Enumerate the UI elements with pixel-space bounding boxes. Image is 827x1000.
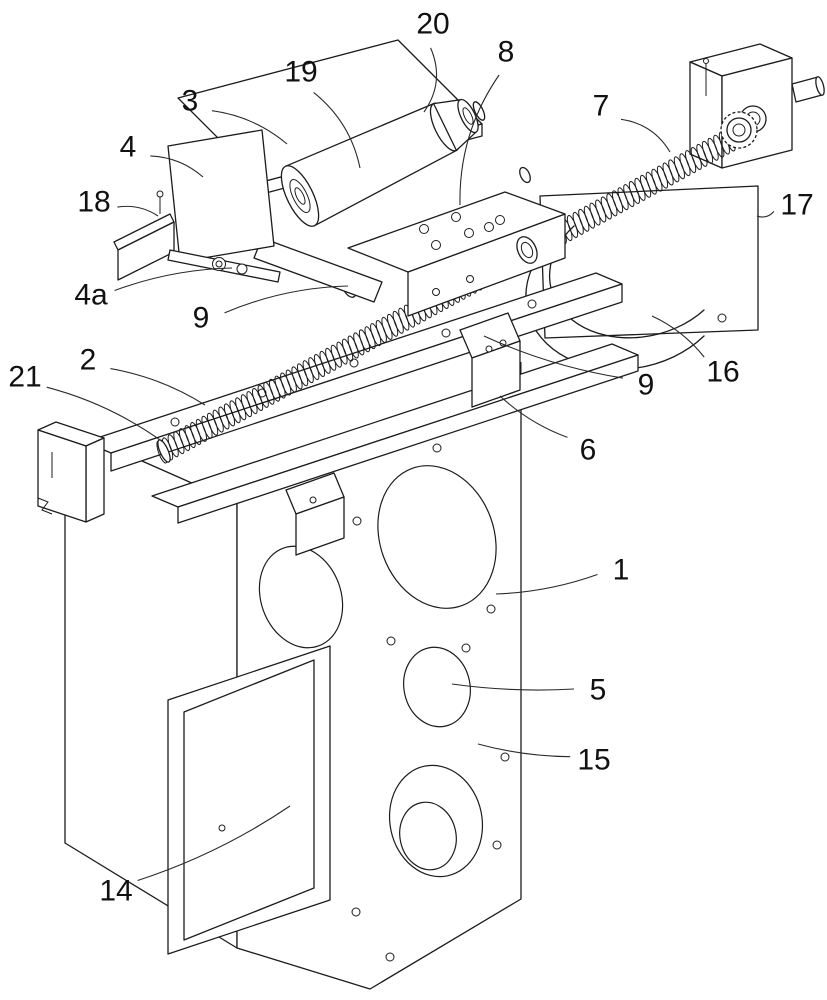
leader-line-2 (110, 368, 206, 406)
part-label-8: 8 (459, 36, 515, 206)
leader-line-18 (117, 205, 159, 217)
part-label-14: 14 (99, 805, 291, 908)
part-label-18: 18 (77, 186, 159, 219)
part-number-5: 5 (590, 674, 607, 707)
part-number-17: 17 (780, 189, 813, 222)
lead-screw-end-cap (157, 439, 171, 463)
part-label-5: 5 (451, 674, 607, 707)
part-label-7: 7 (593, 90, 671, 153)
leader-line-4 (150, 155, 204, 178)
lower-arm (167, 249, 281, 283)
leader-line-9-right (483, 335, 624, 379)
coupling-sprocket (720, 105, 767, 149)
left-end-block (37, 421, 105, 523)
part-number-16: 16 (706, 356, 739, 389)
leader-line-14 (137, 805, 291, 882)
housing-bore-bottom-inner (399, 801, 457, 871)
support-bracket-left (285, 472, 345, 556)
leader-line-20 (423, 47, 438, 113)
leader-line-5 (451, 683, 575, 691)
leader-line-1 (495, 573, 598, 595)
part-label-3: 3 (182, 85, 288, 145)
leader-line-3 (211, 110, 288, 145)
part-number-14: 14 (99, 875, 132, 908)
part-number-18: 18 (77, 186, 110, 219)
leader-line-8 (459, 74, 500, 206)
access-window (167, 645, 331, 955)
part-label-1: 1 (495, 554, 630, 595)
housing-bore-large (377, 465, 497, 609)
part-label-6: 6 (499, 395, 597, 467)
housing-bore-mid (403, 646, 471, 728)
carriage-top-plate (347, 191, 566, 273)
leader-line-6 (499, 395, 568, 438)
part-number-6: 6 (580, 434, 597, 467)
part-number-4: 4 (120, 131, 137, 164)
part-number-2: 2 (80, 344, 97, 377)
carriage-top-stub (519, 166, 531, 184)
part-number-1: 1 (613, 554, 630, 587)
leader-line-16 (651, 315, 705, 358)
part-label-15: 15 (477, 743, 611, 777)
motor (280, 98, 486, 227)
part-label-16: 16 (651, 315, 740, 389)
leader-line-15 (477, 743, 571, 758)
leader-line-21 (46, 386, 164, 443)
sensor-bracket (113, 190, 175, 281)
part-label-21: 21 (8, 361, 164, 443)
part-number-7: 7 (593, 90, 610, 123)
part-number-21: 21 (8, 361, 41, 394)
mount-strut (253, 237, 383, 303)
leader-line-17 (756, 211, 775, 218)
screw-nut-flange (516, 236, 538, 264)
part-number-3: 3 (182, 85, 199, 118)
housing-bore-left (258, 545, 344, 649)
part-number-15: 15 (577, 744, 610, 777)
part-label-2: 2 (80, 344, 206, 406)
part-label-4a: 4a (74, 267, 233, 312)
part-label-19: 19 (284, 56, 361, 169)
part-number-20: 20 (416, 8, 449, 41)
part-number-9-right: 9 (638, 369, 655, 402)
part-label-4: 4 (120, 131, 204, 178)
part-number-9-left: 9 (193, 302, 210, 335)
leader-line-4a (114, 267, 233, 292)
leader-line-9-left (224, 285, 349, 314)
part-label-17: 17 (756, 189, 814, 222)
part-number-19: 19 (284, 56, 317, 89)
part-label-9-right: 9 (483, 335, 655, 402)
part-number-8: 8 (498, 36, 515, 69)
leader-line-19 (313, 91, 361, 169)
part-number-4a: 4a (74, 279, 108, 312)
part-label-20: 20 (416, 8, 450, 113)
side-plate (167, 129, 275, 263)
part-label-9-left: 9 (193, 285, 349, 335)
leader-line-7 (620, 118, 671, 153)
